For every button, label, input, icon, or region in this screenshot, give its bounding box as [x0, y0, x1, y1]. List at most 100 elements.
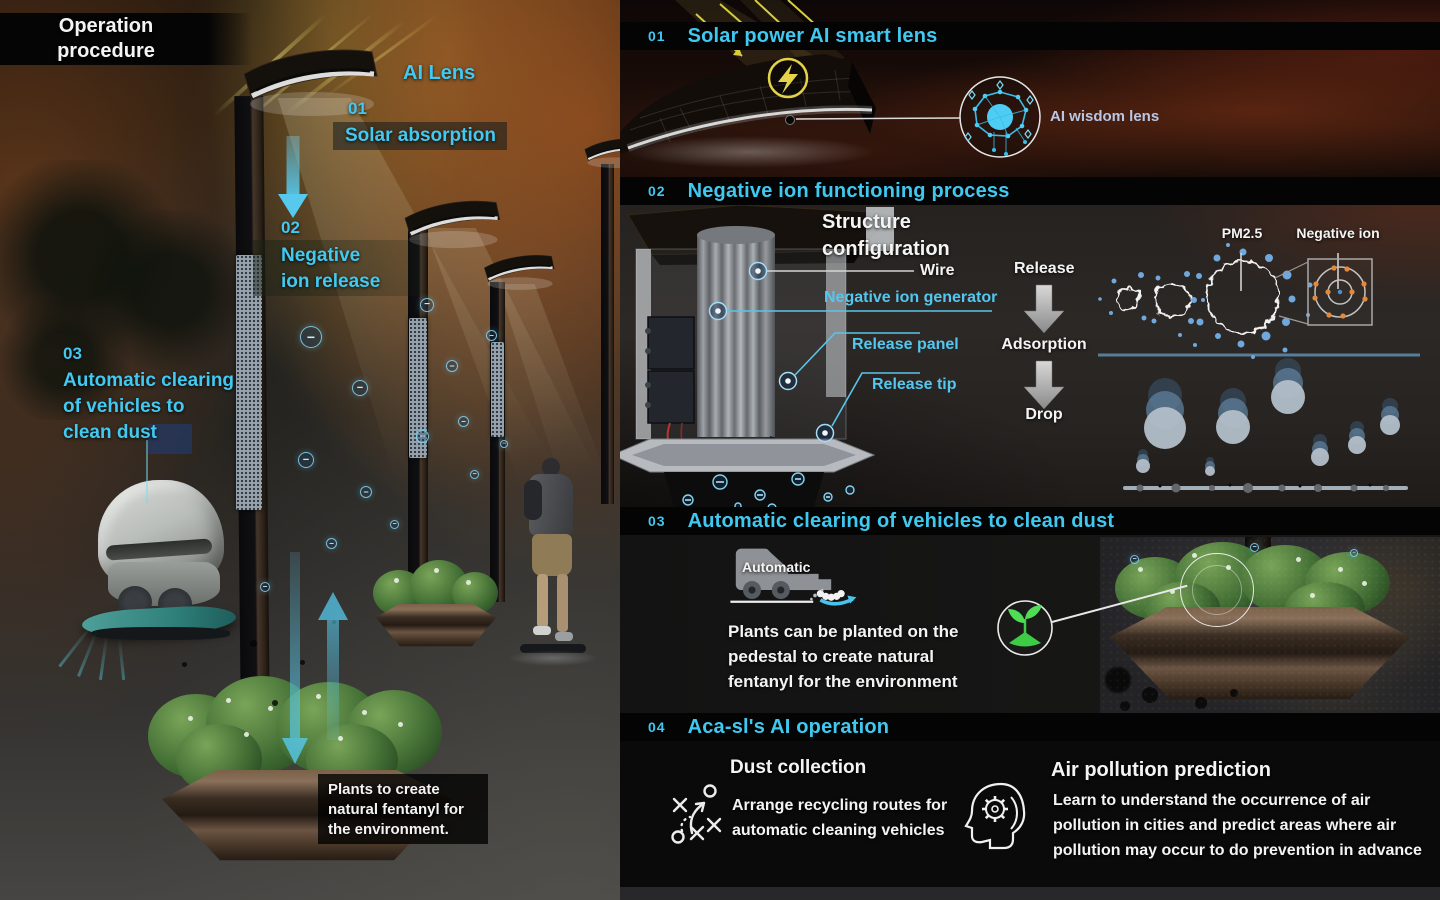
negative-ion-bubble: [1130, 555, 1139, 564]
tip-leader-line: [831, 372, 920, 427]
title-banner: Operation procedure: [0, 13, 252, 65]
dust-line: automatic cleaning vehicles: [732, 822, 945, 839]
pm25-particles: [1116, 260, 1280, 334]
flower-dot: [362, 710, 367, 715]
spray-line: [98, 636, 109, 680]
ai-wisdom-lens-label: AI wisdom lens: [1050, 108, 1160, 125]
flower-dot: [1226, 565, 1231, 570]
structure-title-line: Structure: [822, 211, 911, 233]
dust-blob: [1230, 689, 1238, 697]
section2-title: Negative ion functioning process: [687, 179, 1010, 202]
step2-number: 02: [281, 218, 300, 237]
negative-ion-label: Negative ion: [1296, 225, 1380, 241]
caption-line: Plants to create: [328, 781, 440, 798]
plants-caption: Plants to create natural fentanyl for th…: [318, 774, 488, 844]
up-arrow-icon: [318, 592, 348, 740]
step1-band: Solar absorption: [333, 122, 507, 150]
negative-ion-bubble: [352, 380, 368, 396]
section2-content: Structure configuration Wire Negative io…: [620, 205, 1440, 507]
section3-line: fentanyl for the environment: [728, 672, 958, 691]
negative-ion-bubble: [420, 298, 434, 312]
section2-number: 02: [648, 183, 666, 199]
section3-number: 03: [648, 513, 666, 529]
spray-line: [58, 624, 93, 668]
ai-lens-label: AI Lens: [403, 62, 476, 84]
flower-dot: [398, 722, 403, 727]
person-shorts: [532, 534, 572, 576]
negative-ion-bubble: [298, 452, 314, 468]
negative-ion-bubble: [500, 440, 508, 448]
negative-ion-bubble: [260, 582, 270, 592]
flower-dot: [1192, 553, 1197, 558]
step2-line: Negative: [281, 245, 361, 266]
air-pollution-heading: Air pollution prediction: [1051, 759, 1271, 781]
air-pollution-text: Learn to understand the occurrence of ai…: [1053, 788, 1422, 863]
section-auto-clearing: 03 Automatic clearing of vehicles to cle…: [620, 507, 1440, 713]
cleaning-robot: [58, 468, 252, 681]
section3-header: 03 Automatic clearing of vehicles to cle…: [620, 507, 1440, 535]
settled-dust: [1136, 483, 1389, 493]
negative-ion-bubble: [458, 416, 469, 427]
flow-adsorption-label: Adsorption: [1001, 336, 1087, 353]
falling-particles: [1136, 358, 1400, 476]
lamp-pole: [1245, 537, 1271, 603]
tree-silhouette: [0, 300, 140, 420]
highlight-ring: [1192, 565, 1242, 615]
flower-dot: [466, 580, 471, 585]
flower-dot: [1338, 567, 1343, 572]
negative-ion-bubbles: [682, 472, 855, 507]
air-line: pollution may occur to do prevention in …: [1053, 842, 1422, 859]
generator-label: Negative ion generator: [824, 289, 998, 306]
lightning-icon: [767, 57, 809, 99]
lamp-perforated-panel: [236, 255, 262, 510]
flower-dot: [244, 732, 249, 737]
dust-speck: [250, 640, 257, 647]
bottom-strip: [620, 887, 1440, 900]
ai-brain-icon: [959, 76, 1041, 158]
step3-line: clean dust: [63, 422, 157, 443]
section3-content: Automatic Plants can be planted on the p…: [620, 535, 1440, 713]
dust-blob: [1120, 701, 1130, 711]
flower-dot: [316, 694, 321, 699]
flower-dot: [1138, 567, 1143, 572]
flower-dot: [434, 568, 439, 573]
spray-line: [117, 637, 126, 681]
person-shoe: [533, 626, 551, 635]
step2-band: Negative ion release: [253, 240, 421, 296]
negative-ion-bubble: [326, 538, 337, 549]
section4-content: Dust collection Arrange recycling rou: [620, 741, 1440, 887]
robot-skirt: [92, 627, 230, 640]
callout-line: [146, 440, 148, 504]
lamp-head: [483, 253, 556, 292]
negative-ion-bubble: [416, 430, 429, 443]
dust-line: Arrange recycling routes for: [732, 797, 948, 814]
bush: [1175, 542, 1270, 612]
process-panel: 01 Solar power AI smart lens AI wisdom l…: [620, 0, 1440, 900]
flower-dot: [394, 578, 399, 583]
caption-line: the environment.: [328, 821, 449, 838]
flow-release-label: Release: [1014, 260, 1075, 277]
negative-ion-atom-icon: [1307, 258, 1373, 326]
person-backpack: [524, 480, 542, 520]
bush: [1115, 557, 1195, 619]
flower-dot: [226, 698, 231, 703]
panel-leader-line: [794, 332, 920, 376]
section3-line: pedestal to create natural: [728, 647, 934, 666]
sprout-icon: [997, 600, 1053, 656]
dust-speck: [182, 662, 187, 667]
negative-ion-bubble: [300, 326, 322, 348]
air-line: pollution in cities and predict areas wh…: [1053, 817, 1397, 834]
release-tip-label: Release tip: [872, 376, 957, 393]
dust-blob: [1142, 687, 1158, 703]
brush: [816, 590, 845, 601]
section3-text: Plants can be planted on the pedestal to…: [728, 619, 958, 694]
flower-dot: [1310, 593, 1315, 598]
planter: [368, 556, 503, 656]
flow-arrows: [1023, 284, 1065, 410]
section3-line: Plants can be planted on the: [728, 622, 959, 641]
flower-dot: [1296, 557, 1301, 562]
step3-line: Automatic clearing: [63, 370, 235, 391]
negative-ion-bubble: [486, 330, 497, 341]
negative-ion-bubble: [360, 486, 372, 498]
